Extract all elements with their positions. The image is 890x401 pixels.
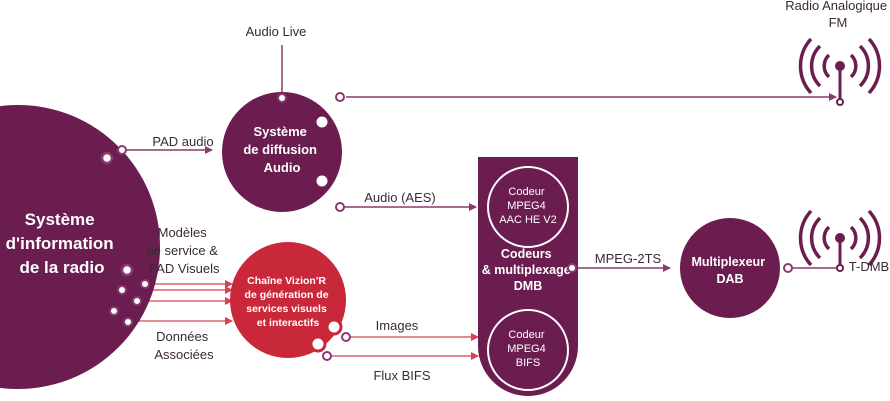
label-modeles: Modèles de service & PAD Visuels bbox=[146, 225, 221, 276]
svg-text:Codeur MPEG4 BIFS: Codeur MPEG4 BIFS bbox=[507, 329, 549, 369]
radio-antenna-icon bbox=[798, 37, 882, 106]
label-t-dmb: T-DMB bbox=[849, 259, 889, 274]
multiplexeur-line2: DAB bbox=[716, 272, 743, 286]
svg-text:Multiplexeur DAB: Multiplexeur DAB bbox=[691, 255, 768, 286]
label-pad-audio: PAD audio bbox=[152, 134, 213, 149]
vizion-line3: services visuels bbox=[246, 303, 327, 315]
dot-modeles-a bbox=[140, 279, 150, 289]
label-images: Images bbox=[376, 318, 419, 333]
donnees-line2: Associées bbox=[154, 347, 214, 362]
systeme-info-line1: Système bbox=[25, 210, 95, 229]
label-radio-fm: Radio Analogique FM bbox=[785, 0, 890, 30]
dot-pad-audio-start bbox=[117, 145, 127, 155]
node-coder-aac: Codeur MPEG4 AAC HE V2 bbox=[487, 166, 569, 248]
coder-bifs-line2: MPEG4 bbox=[507, 343, 546, 355]
dot-aes-start bbox=[335, 202, 345, 212]
dot-modeles-b bbox=[120, 263, 134, 277]
label-flux-bifs: Flux BIFS bbox=[373, 368, 430, 383]
connectors bbox=[122, 45, 837, 360]
coder-bifs-line3: BIFS bbox=[516, 357, 540, 369]
node-coder-bifs: Codeur MPEG4 BIFS bbox=[487, 309, 569, 391]
coder-aac-line3: AAC HE V2 bbox=[499, 214, 556, 226]
systeme-info-line3: de la radio bbox=[19, 258, 104, 277]
dot-audio-live bbox=[277, 93, 287, 103]
dot-mux-out bbox=[783, 263, 793, 273]
dot-diffusion-out bbox=[313, 172, 331, 190]
dot-vizion-bifs bbox=[309, 335, 327, 353]
codeurs-line1: Codeurs bbox=[501, 247, 552, 261]
multiplexeur-line1: Multiplexeur bbox=[691, 255, 765, 269]
codeurs-line3: DMB bbox=[514, 279, 542, 293]
node-vizion: Chaîne Vizion'R de génération de service… bbox=[230, 242, 346, 358]
dot-images-start bbox=[341, 332, 351, 342]
node-diffusion-audio: Système de diffusion Audio bbox=[222, 92, 342, 212]
diffusion-line1: Système bbox=[253, 124, 306, 139]
node-systeme-information: Système d'information de la radio bbox=[0, 105, 160, 389]
donnees-line1: Données bbox=[156, 329, 209, 344]
dot-diffusion-in-top bbox=[313, 113, 331, 131]
dot-vizion-images bbox=[325, 318, 343, 336]
modeles-line3: PAD Visuels bbox=[148, 261, 220, 276]
dot-diffusion-fm bbox=[335, 92, 345, 102]
svg-text:Système de diffusion: Système de diffusion Audio bbox=[243, 124, 320, 175]
dot-capsule-out bbox=[567, 263, 577, 273]
modeles-line1: Modèles bbox=[158, 225, 208, 240]
vizion-line1: Chaîne Vizion'R bbox=[247, 275, 326, 287]
node-multiplexeur: Multiplexeur DAB bbox=[680, 218, 780, 318]
connector-dots bbox=[100, 92, 793, 361]
coder-bifs-line1: Codeur bbox=[508, 329, 544, 341]
dot-donnees-a bbox=[123, 317, 133, 327]
codeurs-line2: & multiplexage bbox=[482, 263, 571, 277]
svg-text:Codeur MPEG4 AAC H: Codeur MPEG4 AAC HE V2 bbox=[499, 186, 556, 226]
radio-fm-line2: FM bbox=[829, 15, 848, 30]
diffusion-line3: Audio bbox=[264, 160, 301, 175]
vizion-line4: et interactifs bbox=[257, 317, 320, 329]
svg-text:Chaîne Vizion'R de génér: Chaîne Vizion'R de génération de service… bbox=[245, 275, 332, 329]
svg-text:Système d'information: Système d'information de la radio bbox=[6, 210, 119, 277]
dot-link2-a bbox=[117, 285, 127, 295]
dot-bifs-start bbox=[322, 351, 332, 361]
vizion-line2: de génération de bbox=[245, 289, 329, 301]
label-audio-live: Audio Live bbox=[246, 24, 307, 39]
radio-antenna-icon bbox=[798, 209, 882, 272]
dot-link4-a bbox=[109, 306, 119, 316]
radio-fm-line1: Radio Analogique bbox=[785, 0, 887, 13]
systeme-info-line2: d'information bbox=[6, 234, 114, 253]
label-audio-aes: Audio (AES) bbox=[364, 190, 436, 205]
dot-pad-audio-src bbox=[100, 151, 114, 165]
coder-aac-line1: Codeur bbox=[508, 186, 544, 198]
modeles-line2: de service & bbox=[146, 243, 218, 258]
coder-aac-line2: MPEG4 bbox=[507, 200, 546, 212]
svg-text:Codeurs & multiplexage: Codeurs & multiplexage DMB bbox=[482, 247, 574, 293]
dot-link3-a bbox=[132, 296, 142, 306]
diffusion-line2: de diffusion bbox=[243, 142, 317, 157]
label-mpeg2ts: MPEG-2TS bbox=[595, 251, 662, 266]
label-donnees: Données Associées bbox=[154, 329, 214, 362]
